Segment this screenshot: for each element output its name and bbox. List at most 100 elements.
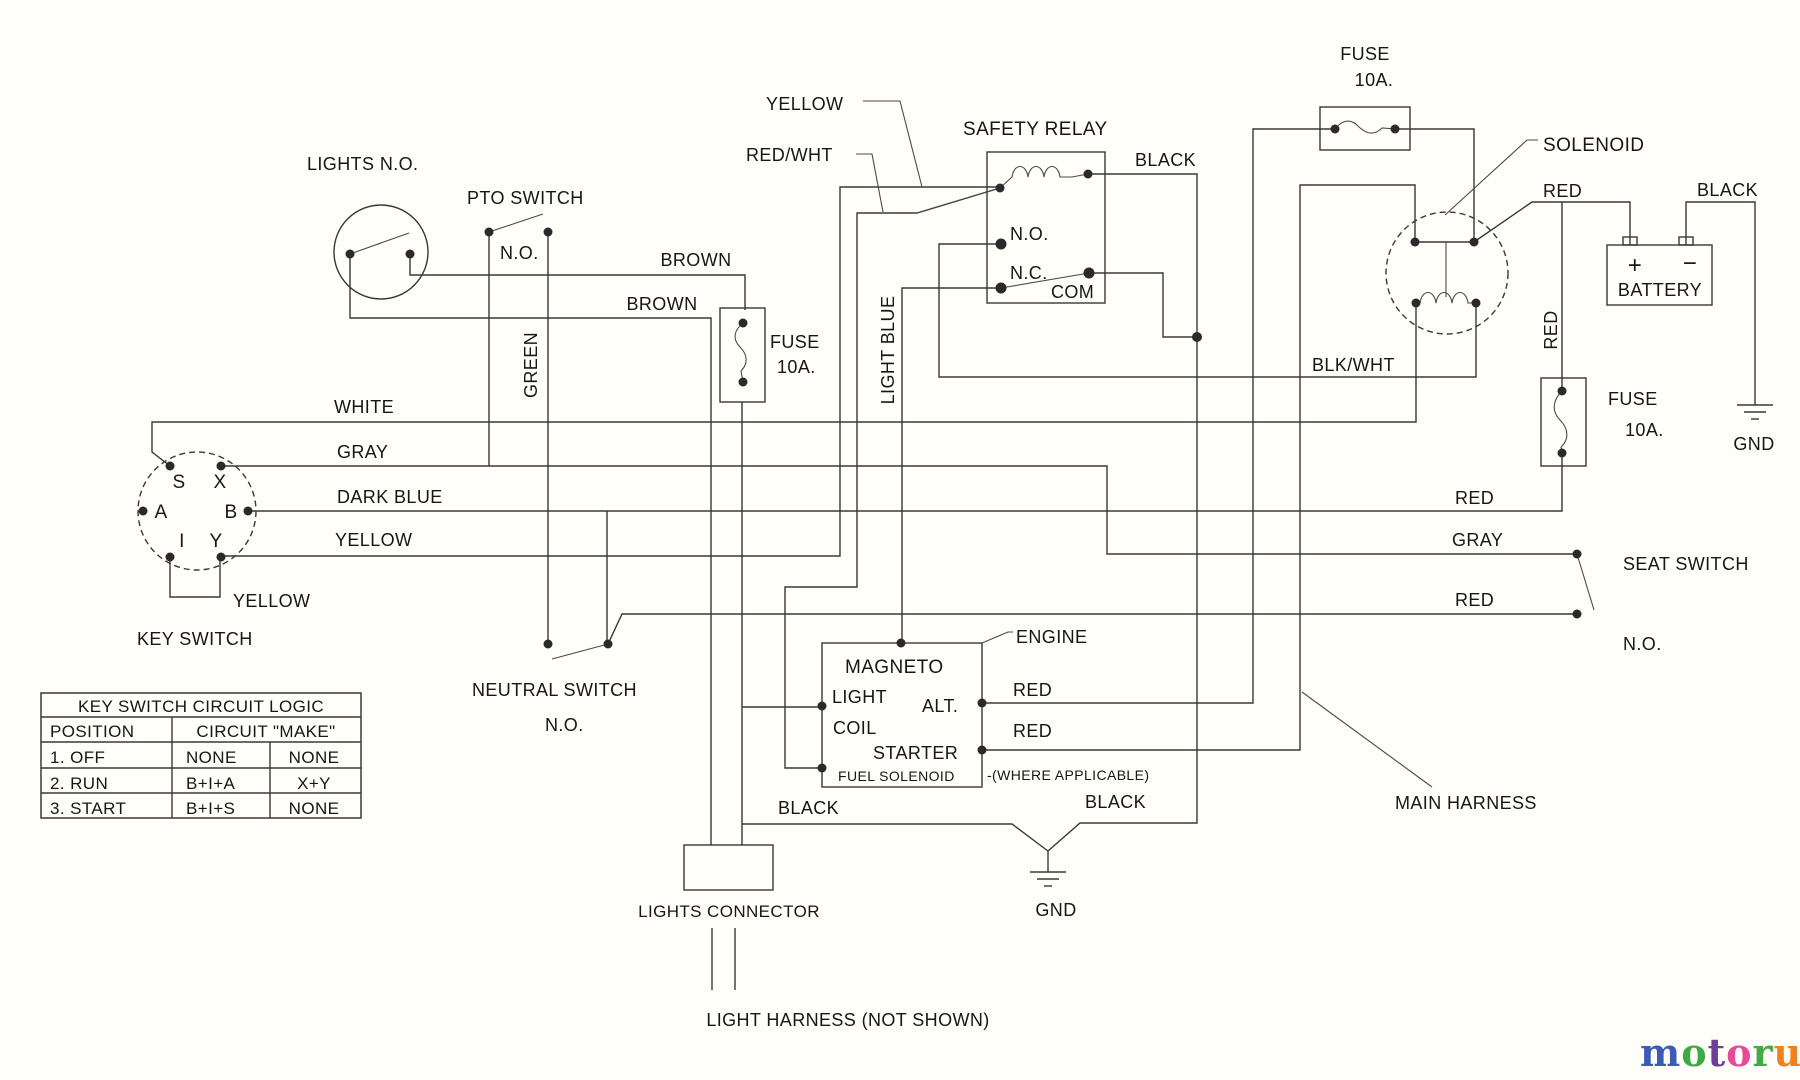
relay-no-label: N.O. <box>1010 224 1049 244</box>
watermark-letter: u <box>1774 1030 1800 1075</box>
watermark: motoruf.de <box>1640 1030 1800 1075</box>
safety-relay-label: SAFETY RELAY <box>963 119 1108 140</box>
pto-no-label: N.O. <box>500 243 539 263</box>
table-row-start-c1: B+I+S <box>186 799 235 818</box>
label-green: GREEN <box>521 332 541 398</box>
table-row-start-c2: NONE <box>289 799 340 818</box>
label-black-left: BLACK <box>778 798 839 818</box>
watermark-letter: o <box>1726 1030 1752 1075</box>
label-dark-blue: DARK BLUE <box>337 487 443 507</box>
fuse-mid-amp: 10A. <box>777 357 816 377</box>
table-col-position: POSITION <box>50 722 134 741</box>
gnd-bottom-label: GND <box>1035 900 1076 920</box>
label-red-wht: RED/WHT <box>746 145 833 165</box>
fuse-top-amp: 10A. <box>1355 70 1394 90</box>
label-red-battery: RED <box>1543 181 1582 201</box>
label-red-vertical: RED <box>1541 310 1561 349</box>
table-col-circuit: CIRCUIT "MAKE" <box>196 722 335 741</box>
label-yellow: YELLOW <box>335 530 412 550</box>
key-terminal-y: Y <box>209 531 222 552</box>
table-row-off-pos: 1. OFF <box>50 748 105 767</box>
table-title: KEY SWITCH CIRCUIT LOGIC <box>78 697 324 716</box>
battery-label: BATTERY <box>1618 280 1702 300</box>
light-label: LIGHT <box>832 687 887 707</box>
lights-connector-label: LIGHTS CONNECTOR <box>638 902 820 921</box>
wire-yellow <box>221 186 1000 557</box>
wire-com-branch <box>1089 272 1197 338</box>
fuse-right: FUSE 10A. <box>1540 377 1664 467</box>
junction-dot <box>1192 332 1202 342</box>
wire-red-seat <box>607 613 1577 645</box>
light-harness-label: LIGHT HARNESS (NOT SHOWN) <box>706 1010 989 1030</box>
coil-label: COIL <box>833 718 877 738</box>
battery: + − BATTERY BLACK GND <box>1606 180 1774 454</box>
wire-brown-lower <box>349 254 712 845</box>
main-harness: MAIN HARNESS <box>1301 691 1537 813</box>
key-switch: S X A B I Y KEY SWITCH <box>137 451 257 649</box>
relay-nc-label: N.C. <box>1010 263 1048 283</box>
fuse-top: FUSE 10A. <box>1319 44 1411 151</box>
watermark-letter: o <box>1681 1030 1707 1075</box>
wire-white <box>151 303 1417 467</box>
relay-com-label: COM <box>1051 282 1094 302</box>
wire-black-battery <box>1685 201 1756 405</box>
fuse-right-amp: 10A. <box>1625 420 1664 440</box>
label-red-starter: RED <box>1013 721 1052 741</box>
neutral-switch: NEUTRAL SWITCH N.O. <box>472 639 637 735</box>
wire-black-left <box>742 823 1049 852</box>
key-terminal-i: I <box>179 531 185 552</box>
gnd-bottom-symbol <box>1030 851 1066 887</box>
seat-no-label: N.O. <box>1623 634 1662 654</box>
wire-red-alt <box>982 128 1335 704</box>
lights-connector: LIGHTS CONNECTOR LIGHT HARNESS (NOT SHOW… <box>638 792 1146 1030</box>
watermark-letter: m <box>1640 1030 1681 1075</box>
fuse-mid-label: FUSE <box>770 332 820 352</box>
label-black-battery: BLACK <box>1697 180 1758 200</box>
main-harness-label: MAIN HARNESS <box>1395 793 1537 813</box>
magneto-label: MAGNETO <box>845 657 944 678</box>
left-wire-labels: WHITE GRAY DARK BLUE YELLOW YELLOW GREEN… <box>233 250 732 611</box>
label-red-right2: RED <box>1455 590 1494 610</box>
neutral-no-label: N.O. <box>545 715 584 735</box>
gnd-right-label: GND <box>1733 434 1774 454</box>
label-gray: GRAY <box>337 442 388 462</box>
fuse-right-label: FUSE <box>1608 389 1658 409</box>
label-brown-upper: BROWN <box>661 250 732 270</box>
wire-red-starter <box>982 184 1416 751</box>
label-black-relay: BLACK <box>1135 150 1196 170</box>
engine-box: ENGINE MAGNETO LIGHT COIL ALT. STARTER F… <box>817 627 1149 788</box>
battery-minus: − <box>1683 250 1697 277</box>
seat-switch-label: SEAT SWITCH <box>1623 554 1749 574</box>
engine-label: ENGINE <box>1016 627 1087 647</box>
label-yellow-jumper: YELLOW <box>233 591 310 611</box>
solenoid: SOLENOID RED BLK/WHT RED <box>1312 135 1644 375</box>
starter-label: STARTER <box>873 743 958 763</box>
label-brown-lower: BROWN <box>627 294 698 314</box>
table-row-off-c2: NONE <box>289 748 340 767</box>
gnd-right-symbol <box>1737 404 1773 420</box>
wire-fuse-top-right <box>1395 128 1475 242</box>
wires <box>151 128 1756 852</box>
solenoid-label: SOLENOID <box>1543 135 1644 156</box>
fuse-top-label: FUSE <box>1340 44 1390 64</box>
label-yellow-lead: YELLOW <box>766 94 843 114</box>
table-row-off-c1: NONE <box>186 748 237 767</box>
label-red-alt: RED <box>1013 680 1052 700</box>
seat-switch: RED GRAY RED SEAT SWITCH N.O. <box>1452 488 1749 654</box>
table-row-run-pos: 2. RUN <box>50 774 108 793</box>
wire-red-wht <box>784 187 1001 769</box>
wire-light-blue <box>901 287 1001 643</box>
key-terminal-s: S <box>172 472 185 493</box>
key-switch-logic-table: KEY SWITCH CIRCUIT LOGIC POSITION CIRCUI… <box>40 692 362 819</box>
wire-yellow-jumper <box>169 557 221 598</box>
wire-blk-wht <box>938 243 1477 378</box>
safety-relay: SAFETY RELAY N.O. N.C. COM <box>916 119 1108 304</box>
wire-dark-blue <box>248 453 1563 512</box>
key-terminal-b: B <box>224 502 237 523</box>
table-row-run-c1: B+I+A <box>186 774 236 793</box>
label-red-right1: RED <box>1455 488 1494 508</box>
table-row-run-c2: X+Y <box>297 774 331 793</box>
relay-leads: YELLOW RED/WHT BLACK LIGHT BLUE <box>746 94 1196 404</box>
